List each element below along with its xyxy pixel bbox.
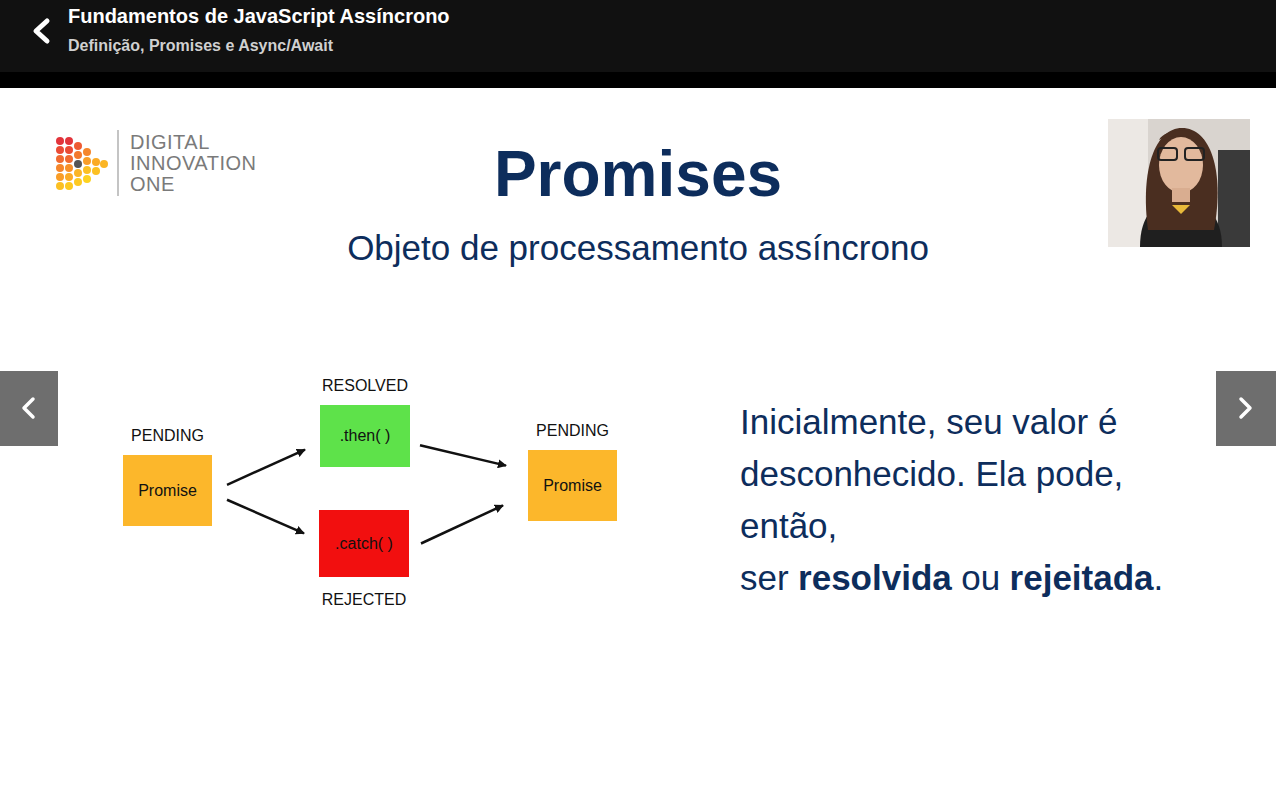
arrow-connector: [227, 450, 305, 485]
arrow-connector: [227, 500, 304, 534]
body-punctuation: .: [1154, 558, 1164, 597]
state-heading: PENDING: [536, 422, 609, 440]
arrow-connector: [420, 445, 506, 465]
course-title: Fundamentos de JavaScript Assíncrono: [68, 5, 450, 28]
top-bar-strip: [0, 72, 1276, 88]
prev-button: [0, 371, 58, 446]
box-label: .catch( ): [335, 535, 393, 553]
state-heading: PENDING: [131, 427, 204, 445]
process-box: PENDINGPromise: [528, 450, 617, 521]
slide-subtitle: Objeto de processamento assíncrono: [0, 226, 1276, 270]
body-paragraph: Inicialmente, seu valor é desconhecido. …: [740, 396, 1202, 604]
process-box: RESOLVED.then( ): [320, 405, 410, 467]
arrow-connector: [421, 505, 503, 543]
process-box: .catch( )REJECTED: [319, 510, 409, 577]
box-label: Promise: [138, 482, 197, 500]
prev-icon: [24, 399, 33, 417]
body-emphasis: resolvida: [798, 558, 952, 597]
logo-divider: [117, 130, 119, 196]
state-heading: REJECTED: [322, 591, 406, 609]
box-label: .then( ): [340, 427, 391, 445]
back-icon: [36, 21, 47, 41]
logo-icon: [56, 137, 108, 190]
process-box: PENDINGPromise: [123, 455, 212, 526]
lesson-subtitle: Definição, Promises e Async/Await: [68, 37, 333, 55]
box-label: Promise: [543, 477, 602, 495]
body-emphasis: rejeitada: [1010, 558, 1154, 597]
logo-text: DIGITAL INNOVATION ONE: [130, 132, 270, 195]
body-text: ou: [961, 558, 1000, 597]
webcam-thumbnail: [1108, 119, 1250, 247]
next-icon: [1241, 399, 1250, 417]
state-heading: RESOLVED: [322, 377, 408, 395]
next-button: [1216, 371, 1276, 446]
